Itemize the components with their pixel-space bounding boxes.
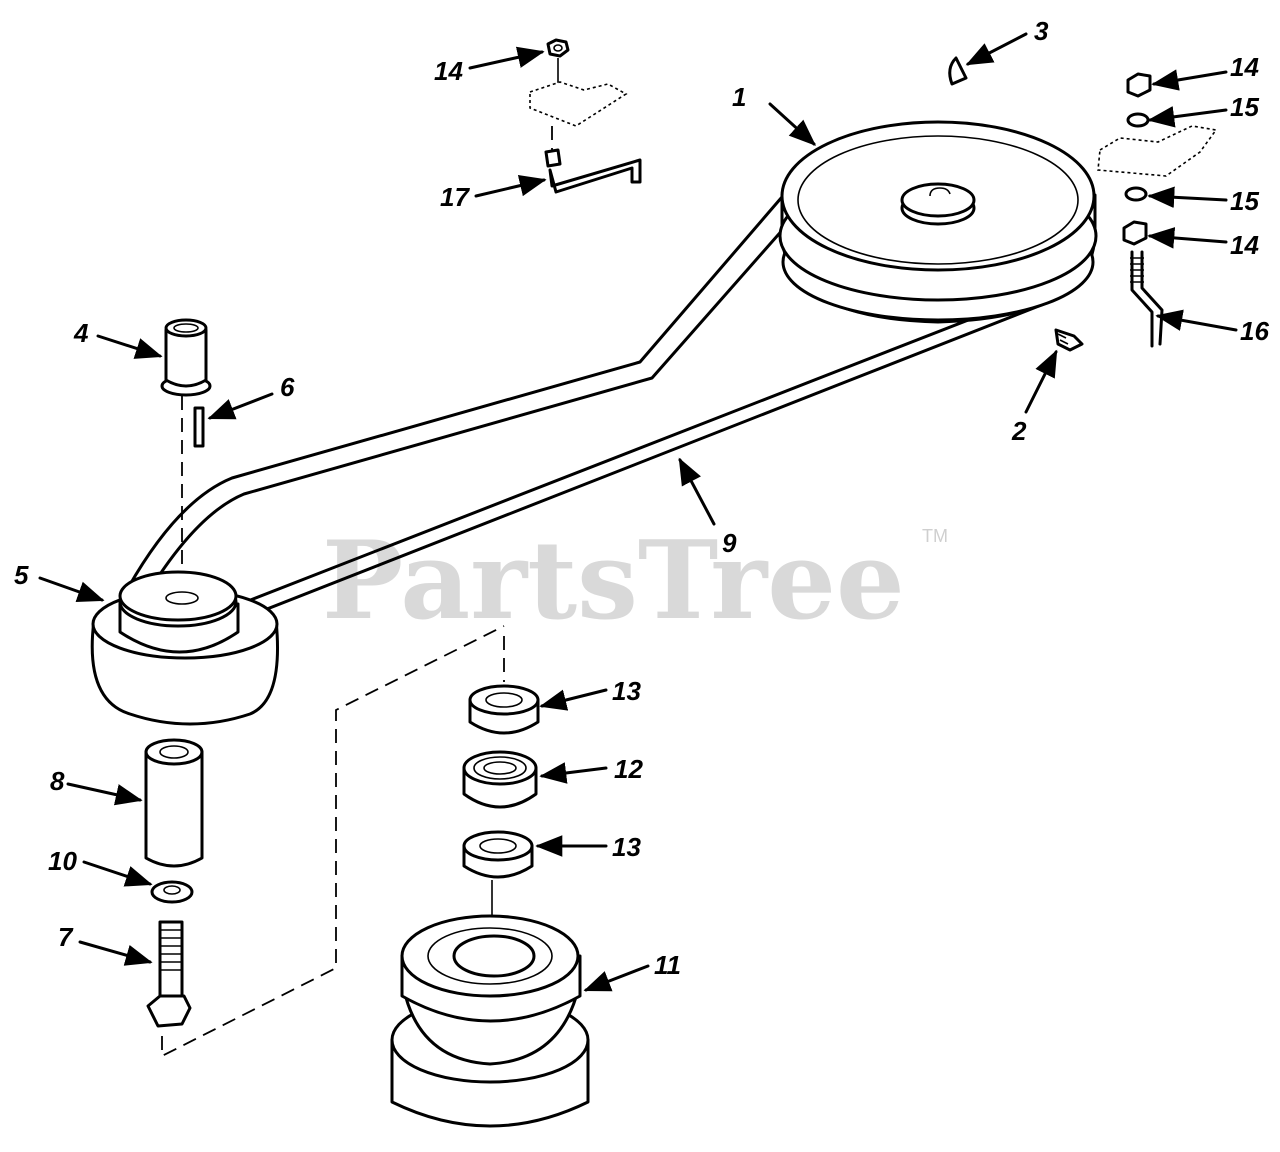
callout-2: 2 bbox=[1011, 416, 1027, 446]
callout-8: 8 bbox=[50, 766, 65, 796]
bearing-seal-upper bbox=[468, 684, 540, 735]
callout-9: 9 bbox=[722, 528, 737, 558]
callout-14a: 14 bbox=[434, 56, 463, 86]
callout-10: 10 bbox=[48, 846, 77, 876]
leader-arrows bbox=[38, 32, 1238, 992]
callout-4: 4 bbox=[73, 318, 89, 348]
callout-13a: 13 bbox=[612, 676, 641, 706]
roll-pin bbox=[193, 406, 205, 448]
watermark-text: PartsTree bbox=[322, 518, 905, 644]
bearing-seal-lower bbox=[462, 830, 534, 879]
idler-pulley bbox=[390, 914, 590, 1128]
callout-15a: 15 bbox=[1230, 92, 1259, 122]
callout-1: 1 bbox=[732, 82, 746, 112]
callout-3: 3 bbox=[1034, 16, 1049, 46]
callout-12: 12 bbox=[614, 754, 643, 784]
callout-13b: 13 bbox=[612, 832, 641, 862]
callout-5: 5 bbox=[14, 560, 29, 590]
hex-bolt bbox=[146, 920, 192, 1028]
upper-idler-bracket-group bbox=[529, 38, 642, 194]
woodruff-key bbox=[948, 56, 968, 86]
ball-bearing bbox=[462, 750, 538, 809]
callout-7: 7 bbox=[58, 922, 74, 952]
callout-14c: 14 bbox=[1230, 230, 1259, 260]
callout-6: 6 bbox=[280, 372, 295, 402]
callout-17: 17 bbox=[440, 182, 470, 212]
flat-washer bbox=[150, 880, 194, 904]
callout-16: 16 bbox=[1240, 316, 1269, 346]
small-drive-pulley bbox=[90, 570, 280, 726]
set-screw bbox=[1054, 328, 1084, 352]
callout-14b: 14 bbox=[1230, 52, 1259, 82]
callout-labels: 1 2 3 4 5 6 7 8 9 10 11 12 13 13 14 14 1… bbox=[14, 16, 1269, 980]
callout-15b: 15 bbox=[1230, 186, 1259, 216]
idler-spacer bbox=[144, 738, 204, 868]
watermark: PartsTree TM bbox=[322, 518, 948, 644]
spacer-bushing bbox=[160, 318, 212, 397]
callout-11: 11 bbox=[654, 950, 681, 980]
large-pulley bbox=[778, 120, 1098, 324]
assembly-line bbox=[161, 625, 505, 1058]
watermark-trademark: TM bbox=[922, 526, 948, 546]
